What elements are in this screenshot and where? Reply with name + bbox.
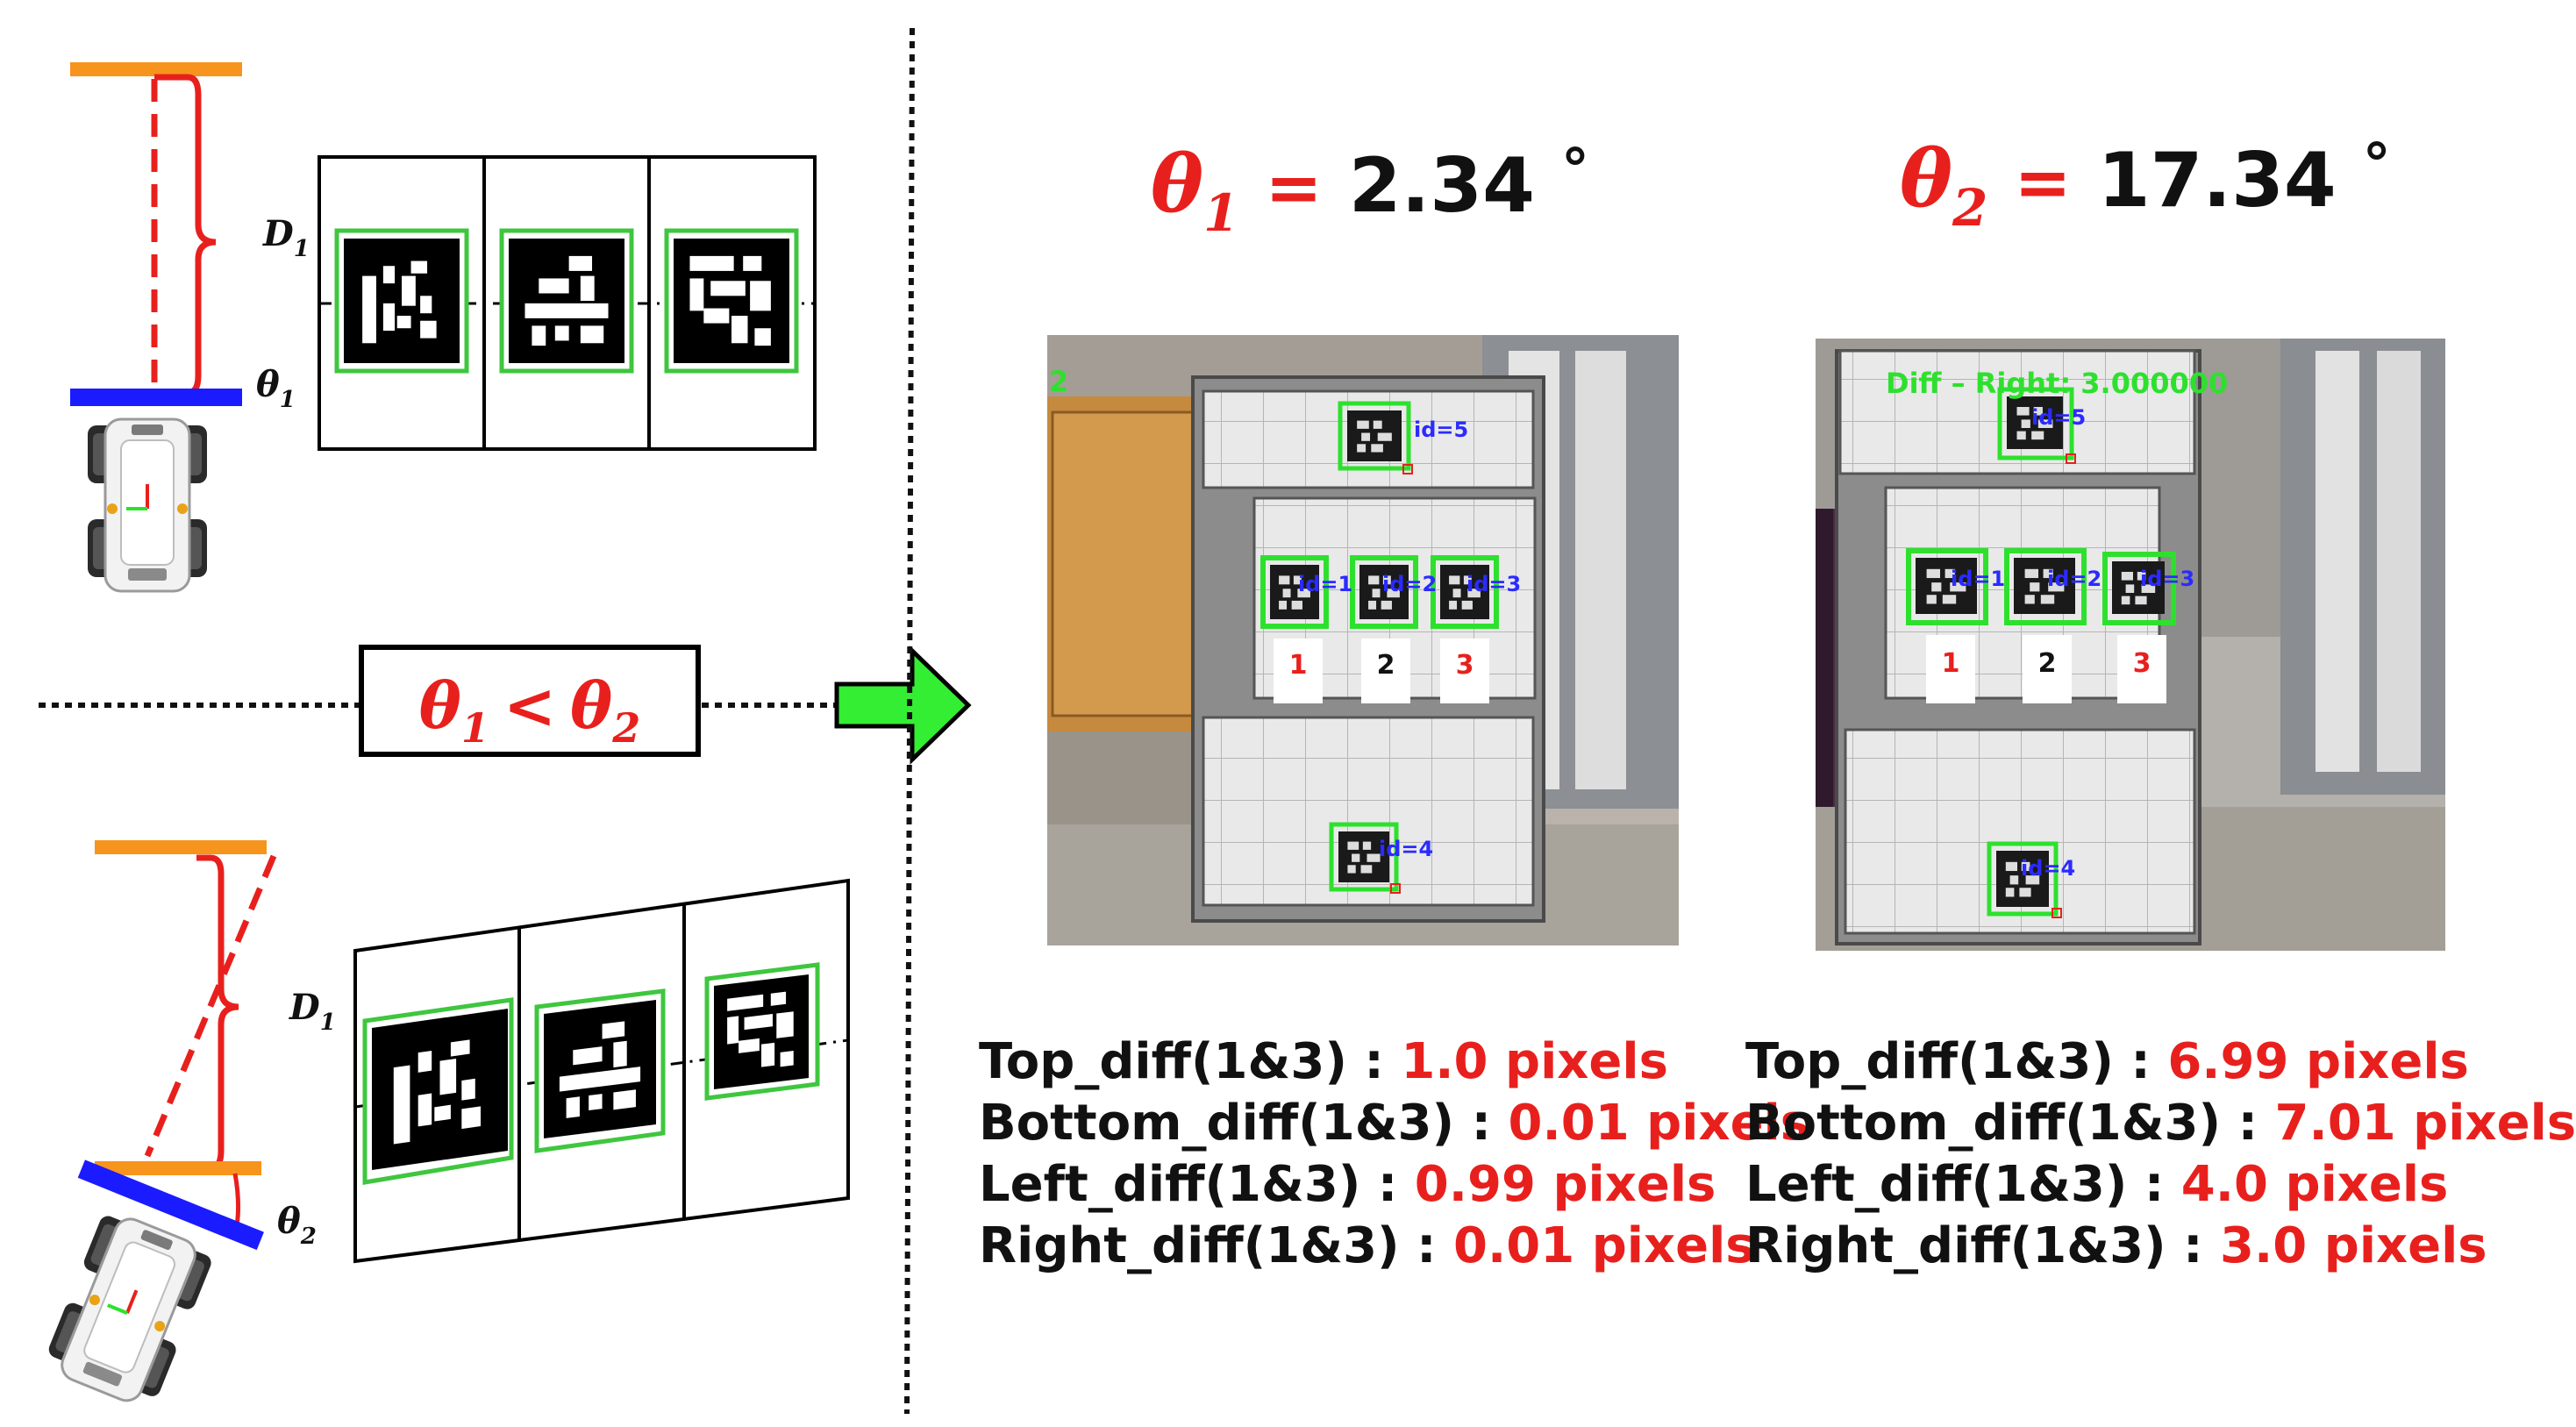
photo2-id2: id=2 — [2047, 567, 2101, 591]
figure: D1 θ1 θ1<θ2 D1 θ — [39, 27, 2445, 1415]
distance-dashed-line-2 — [144, 854, 277, 1158]
panel1-metric-bottom: Bottom_diff(1&3) : 0.01 pixels — [979, 1095, 1810, 1152]
robot-car — [86, 417, 209, 593]
skewed-marker-board — [353, 878, 850, 1264]
floor-bar — [95, 1161, 261, 1175]
angle-label: θ1 — [256, 364, 296, 413]
panel1-angle-value: 2.34 — [1348, 142, 1535, 230]
photo1-corner-text: 2 — [1049, 365, 1068, 398]
aruco-marker-1 — [334, 228, 469, 374]
robot-front-bar — [70, 389, 242, 406]
angle-label-2: θ2 — [277, 1201, 317, 1250]
skewed-marker-2 — [534, 988, 666, 1153]
camera-photo-1: id=5 id=1 id=2 id=3 1 2 3 id=4 2 — [1047, 335, 1679, 945]
distance-label: D1 — [262, 213, 310, 262]
robot-car-2 — [39, 1159, 264, 1414]
photo1-num2: 2 — [1377, 650, 1395, 681]
distance-brace — [154, 74, 217, 396]
panel1-degree: ° — [1560, 138, 1589, 203]
skewed-marker-3 — [704, 962, 820, 1101]
photo2-id1: id=1 — [1951, 567, 2005, 591]
panel2-equals: = — [2014, 144, 2072, 223]
top-wall-bar — [70, 62, 242, 76]
photo1-id5: id=5 — [1414, 417, 1468, 442]
comparison-box — [359, 645, 701, 757]
panel2-metric-top: Top_diff(1&3) : 6.99 pixels — [1745, 1033, 2469, 1090]
panel1-angle-header: θ1 = 2.34 ° — [1151, 138, 1589, 252]
aruco-marker-3 — [664, 228, 799, 374]
panel1-metric-left: Left_diff(1&3) : 0.99 pixels — [979, 1156, 1716, 1213]
panel1-theta-symbol: θ — [1151, 138, 1204, 231]
panel2-metric-left: Left_diff(1&3) : 4.0 pixels — [1745, 1156, 2449, 1213]
panel2-metric-right: Right_diff(1&3) : 3.0 pixels — [1745, 1217, 2487, 1274]
panel2-theta-sub: 2 — [1952, 178, 1988, 238]
photo1-id3: id=3 — [1466, 572, 1521, 596]
skewed-marker-1 — [362, 997, 514, 1185]
comparison-row: θ1<θ2 — [39, 645, 972, 765]
camera-photo-2: id=5 id=1 id=2 id=3 1 2 3 id=4 Diff – Ri… — [1816, 339, 2445, 951]
panel2-metric-bottom: Bottom_diff(1&3) : 7.01 pixels — [1745, 1095, 2576, 1152]
panel1-metric-right: Right_diff(1&3) : 0.01 pixels — [979, 1217, 1755, 1274]
bottom-diagram: D1 θ2 — [39, 840, 850, 1414]
distance-brace-2 — [196, 854, 239, 1172]
panel2-degree: ° — [2362, 132, 2391, 197]
panel2-theta-symbol: θ — [1900, 132, 1953, 225]
panel1-metric-top: Top_diff(1&3) : 1.0 pixels — [979, 1033, 1668, 1090]
photo1-num1: 1 — [1289, 650, 1308, 681]
panel1-theta-sub: 1 — [1203, 183, 1239, 243]
top-wall-bar-2 — [95, 840, 267, 854]
top-diagram: D1 θ1 — [70, 62, 817, 593]
photo2-num1: 1 — [1942, 648, 1960, 679]
photo2-id5: id=5 — [2031, 405, 2086, 430]
photo1-id1: id=1 — [1298, 572, 1352, 596]
photo2-overlay: Diff – Right: 3.000000 — [1886, 367, 2228, 400]
photo2-num2: 2 — [2038, 648, 2057, 679]
green-arrow — [834, 646, 972, 765]
photo2-id4: id=4 — [2021, 856, 2075, 881]
photo1-id2: id=2 — [1382, 572, 1437, 596]
panel2-angle-header: θ2 = 17.34 ° — [1900, 132, 2391, 246]
comparison-text: θ1<θ2 — [419, 668, 640, 752]
aruco-marker-2 — [499, 228, 634, 374]
panel1-equals: = — [1265, 149, 1323, 228]
photo2-id3: id=3 — [2140, 567, 2194, 591]
photo1-id4: id=4 — [1379, 837, 1433, 861]
distance-label-2: D1 — [289, 987, 336, 1036]
photo1-num3: 3 — [1456, 650, 1474, 681]
photo2-num3: 3 — [2133, 648, 2151, 679]
panel2-angle-value: 17.34 — [2097, 137, 2337, 225]
